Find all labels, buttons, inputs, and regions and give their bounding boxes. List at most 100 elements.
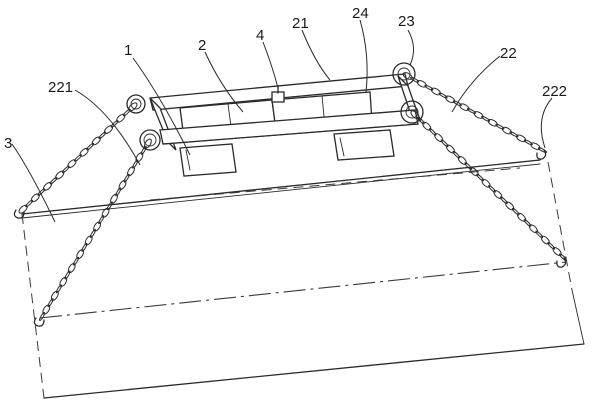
chain-back-left xyxy=(18,102,138,214)
chain-link xyxy=(438,92,448,99)
chain-link xyxy=(487,118,498,127)
chain-end-hooks xyxy=(13,149,567,327)
chain-front-left xyxy=(39,138,152,321)
chain-link xyxy=(98,215,105,225)
chain-link xyxy=(416,79,427,88)
chain-link xyxy=(499,196,508,204)
label-23: 23 xyxy=(398,13,415,30)
chain-link xyxy=(540,235,550,245)
chain-link xyxy=(140,145,147,155)
chain-link xyxy=(476,173,485,182)
chain-link xyxy=(457,155,467,165)
ring-front-right xyxy=(400,100,424,124)
chain-link xyxy=(402,72,413,80)
leader-lines xyxy=(11,19,553,223)
ring-back-right xyxy=(392,62,416,86)
chain-link xyxy=(501,126,512,135)
container-body xyxy=(21,159,585,399)
chain-link xyxy=(488,185,496,193)
chain-link xyxy=(505,201,515,211)
chain-link xyxy=(110,120,119,128)
chain-link xyxy=(49,176,58,185)
lifting-rings xyxy=(126,62,424,151)
chain-link xyxy=(424,84,434,91)
chain-link xyxy=(410,76,420,83)
chain-link xyxy=(116,113,126,123)
chain-link xyxy=(61,165,70,174)
chain-link xyxy=(123,173,130,183)
chain-link xyxy=(55,284,63,294)
label-3: 3 xyxy=(4,135,12,152)
chain-link xyxy=(72,256,80,266)
hook-right-bottom xyxy=(556,257,567,268)
chain-link xyxy=(466,108,476,114)
chain-link xyxy=(547,242,556,250)
chain-link xyxy=(430,87,441,96)
chain-link xyxy=(110,193,118,204)
chain-link xyxy=(127,166,135,177)
chain-front-right xyxy=(410,110,567,261)
chain-link xyxy=(135,152,144,163)
chain-link xyxy=(469,167,479,177)
chain-link xyxy=(459,103,470,112)
chain-link xyxy=(516,134,527,143)
chain-link xyxy=(79,147,89,157)
chain-link xyxy=(422,121,432,131)
chain-link xyxy=(473,111,484,119)
chain-back-right xyxy=(402,72,548,154)
chain-link xyxy=(18,204,28,214)
chain-link xyxy=(93,221,102,232)
label-1: 1 xyxy=(124,42,132,59)
chain-link xyxy=(89,229,96,238)
chain-link xyxy=(552,247,562,256)
container-top-rim xyxy=(21,159,541,215)
chain-link xyxy=(103,125,114,135)
chain-link xyxy=(481,115,491,122)
chain-link xyxy=(495,123,505,130)
chain-link xyxy=(42,304,51,315)
chain-link xyxy=(37,188,46,196)
chain-link xyxy=(143,138,152,149)
chain-link xyxy=(42,181,53,191)
chain-link xyxy=(91,136,101,146)
chain-link xyxy=(128,102,138,112)
chain-link xyxy=(535,230,544,239)
chain-link xyxy=(464,162,473,170)
chain-link xyxy=(511,207,520,216)
chain-link xyxy=(493,190,503,199)
chain-link xyxy=(428,128,437,136)
chain-link xyxy=(84,235,93,246)
chain-link xyxy=(445,95,456,104)
hook-left-top xyxy=(13,209,25,219)
chain-link xyxy=(30,193,40,203)
label-21: 21 xyxy=(292,15,309,32)
label-22: 22 xyxy=(500,45,517,62)
chain-link xyxy=(98,131,107,140)
ring-front-left xyxy=(139,129,161,151)
lifting-frame xyxy=(149,73,422,177)
chain-link xyxy=(64,270,71,280)
chain-link xyxy=(86,142,95,151)
chain-link xyxy=(537,147,548,154)
chain-link xyxy=(434,133,444,143)
chain-link xyxy=(410,110,420,120)
chain-link xyxy=(122,108,131,117)
chain-link xyxy=(523,219,532,227)
chain-link xyxy=(517,212,527,222)
chain-link xyxy=(39,312,46,321)
chain-link xyxy=(50,290,59,301)
hook-left-bottom xyxy=(33,317,45,327)
chain-link xyxy=(481,178,491,188)
chain-link xyxy=(67,263,76,274)
chain-link xyxy=(445,144,456,154)
chain-link xyxy=(47,298,54,308)
ring-back-left xyxy=(126,94,146,114)
chains xyxy=(18,72,567,321)
chain-link xyxy=(416,116,425,125)
chain-link xyxy=(559,253,567,261)
container-bottom-edge xyxy=(43,343,585,399)
reference-labels: 1 2 4 21 24 23 22 222 221 3 xyxy=(4,5,567,152)
label-24: 24 xyxy=(352,5,369,22)
